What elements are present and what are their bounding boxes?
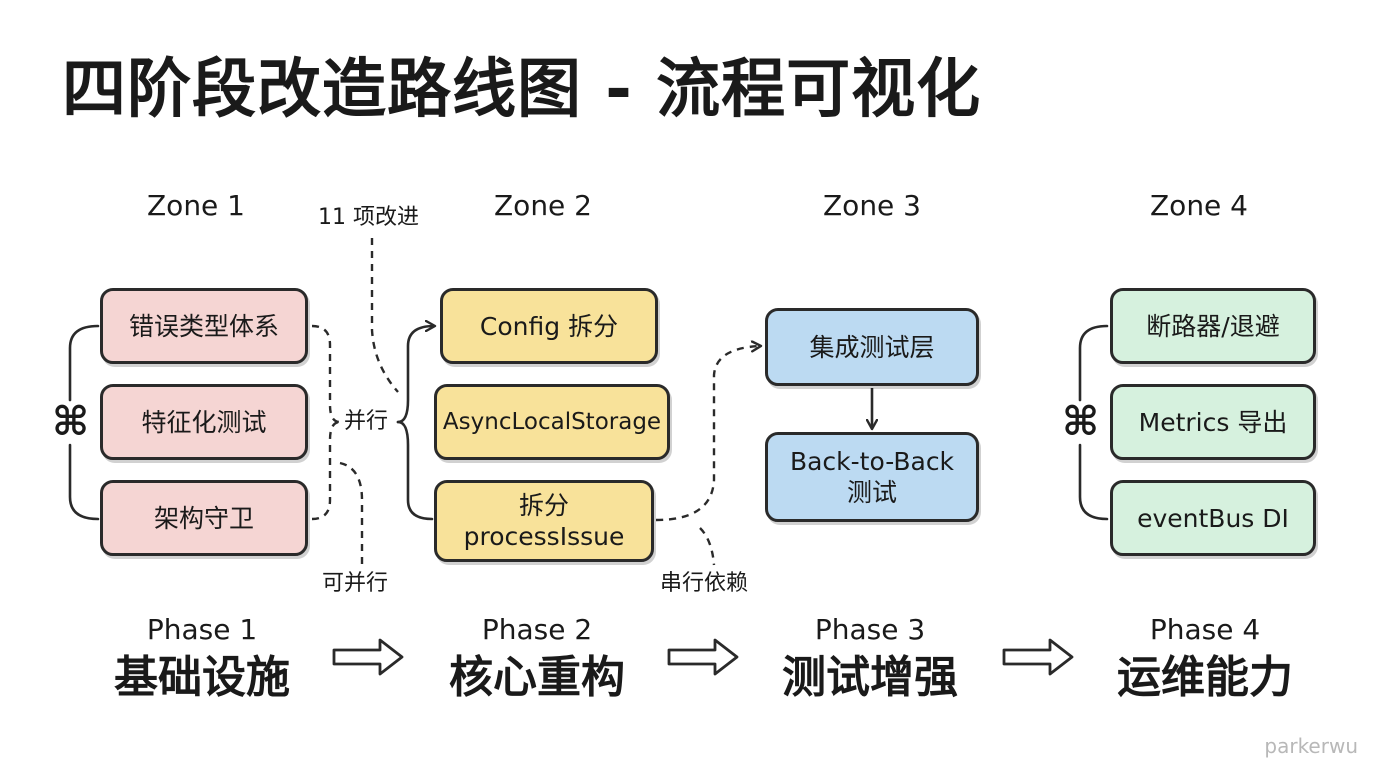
zone2-box-async-local-storage: AsyncLocalStorage	[434, 384, 670, 460]
zone3-box-tests-label: 测试	[846, 478, 897, 507]
zone1-box-architecture-guard-label: 架构守卫	[153, 503, 254, 533]
zone1-box-characterization-tests: 特征化测试	[100, 384, 308, 460]
zone2-bracket	[396, 326, 434, 424]
phase-arrow-1	[332, 638, 404, 676]
can-parallel-note: 可并行	[322, 571, 389, 596]
parallel-note: 并行	[344, 409, 389, 434]
zone3-box-integration-tests: 集成测试层	[765, 308, 979, 386]
serial-dependency-note: 串行依赖	[660, 571, 749, 596]
zone1-connector-bottom	[311, 420, 341, 521]
zone2-box-async-local-storage-label: AsyncLocalStorage	[442, 408, 662, 435]
phase4-number: Phase 4	[1149, 613, 1261, 646]
zone1-label: Zone 1	[147, 189, 245, 222]
zone2-bracket-lower	[396, 420, 434, 521]
zone4-group-bracket	[1078, 324, 1109, 521]
zone4-box-circuit-breaker-label: 断路器/退避	[1146, 311, 1280, 341]
zone3-box-back-to-back-label: Back-to-Back	[789, 447, 955, 476]
phase2-name: 核心重构	[449, 652, 625, 703]
zone2-box-split-process-issue: 拆分 processIssue	[434, 480, 654, 562]
zone1-box-characterization-tests-label: 特征化测试	[141, 407, 267, 437]
zone1-group-symbol: ⌘	[52, 399, 90, 445]
zone3-box-back-to-back-tests: Back-to-Back 测试	[765, 432, 979, 522]
zone4-label: Zone 4	[1150, 189, 1248, 222]
phase-arrow-2	[667, 638, 739, 676]
zone1-group-bracket	[68, 324, 100, 521]
phase3-number: Phase 3	[814, 613, 926, 646]
zone4-box-metrics-export: Metrics 导出	[1110, 384, 1316, 460]
zone1-box-error-types-label: 错误类型体系	[128, 311, 279, 341]
phase3-name: 测试增强	[782, 652, 958, 703]
phase1-name: 基础设施	[114, 652, 290, 703]
zone3-box-integration-tests-label: 集成测试层	[809, 332, 935, 362]
zone1-box-error-types: 错误类型体系	[100, 288, 308, 364]
phase1-number: Phase 1	[146, 613, 258, 646]
zone4-box-eventbus-di-label: eventBus DI	[1137, 503, 1289, 533]
improvements-note: 11 项改进	[318, 205, 419, 230]
page-title: 四阶段改造路线图 - 流程可视化	[62, 53, 982, 127]
phase4-name: 运维能力	[1117, 652, 1293, 703]
zone3-label: Zone 3	[823, 189, 921, 222]
zone4-group-symbol: ⌘	[1062, 399, 1100, 445]
zone4-box-circuit-breaker: 断路器/退避	[1110, 288, 1316, 364]
can-parallel-pointer	[339, 461, 364, 565]
watermark: parkerwu	[1264, 734, 1358, 758]
zone4-box-eventbus-di: eventBus DI	[1110, 480, 1316, 556]
phase-arrow-3	[1002, 638, 1074, 676]
zone2-box-config-split-label: Config 拆分	[479, 311, 619, 341]
phase2-number: Phase 2	[481, 613, 593, 646]
improvements-pointer	[370, 238, 399, 393]
zone1-box-architecture-guard: 架构守卫	[100, 480, 308, 556]
zone2-box-process-issue-label: processIssue	[463, 522, 625, 551]
zone2-label: Zone 2	[494, 189, 592, 222]
zone4-box-metrics-export-label: Metrics 导出	[1138, 407, 1288, 437]
zone2-box-split-label: 拆分	[518, 491, 569, 520]
zone2-box-config-split: Config 拆分	[440, 288, 658, 364]
phase2-to-phase3-connector	[655, 346, 760, 522]
zone1-connector-top	[311, 324, 341, 424]
serial-dependency-pointer	[699, 527, 716, 566]
